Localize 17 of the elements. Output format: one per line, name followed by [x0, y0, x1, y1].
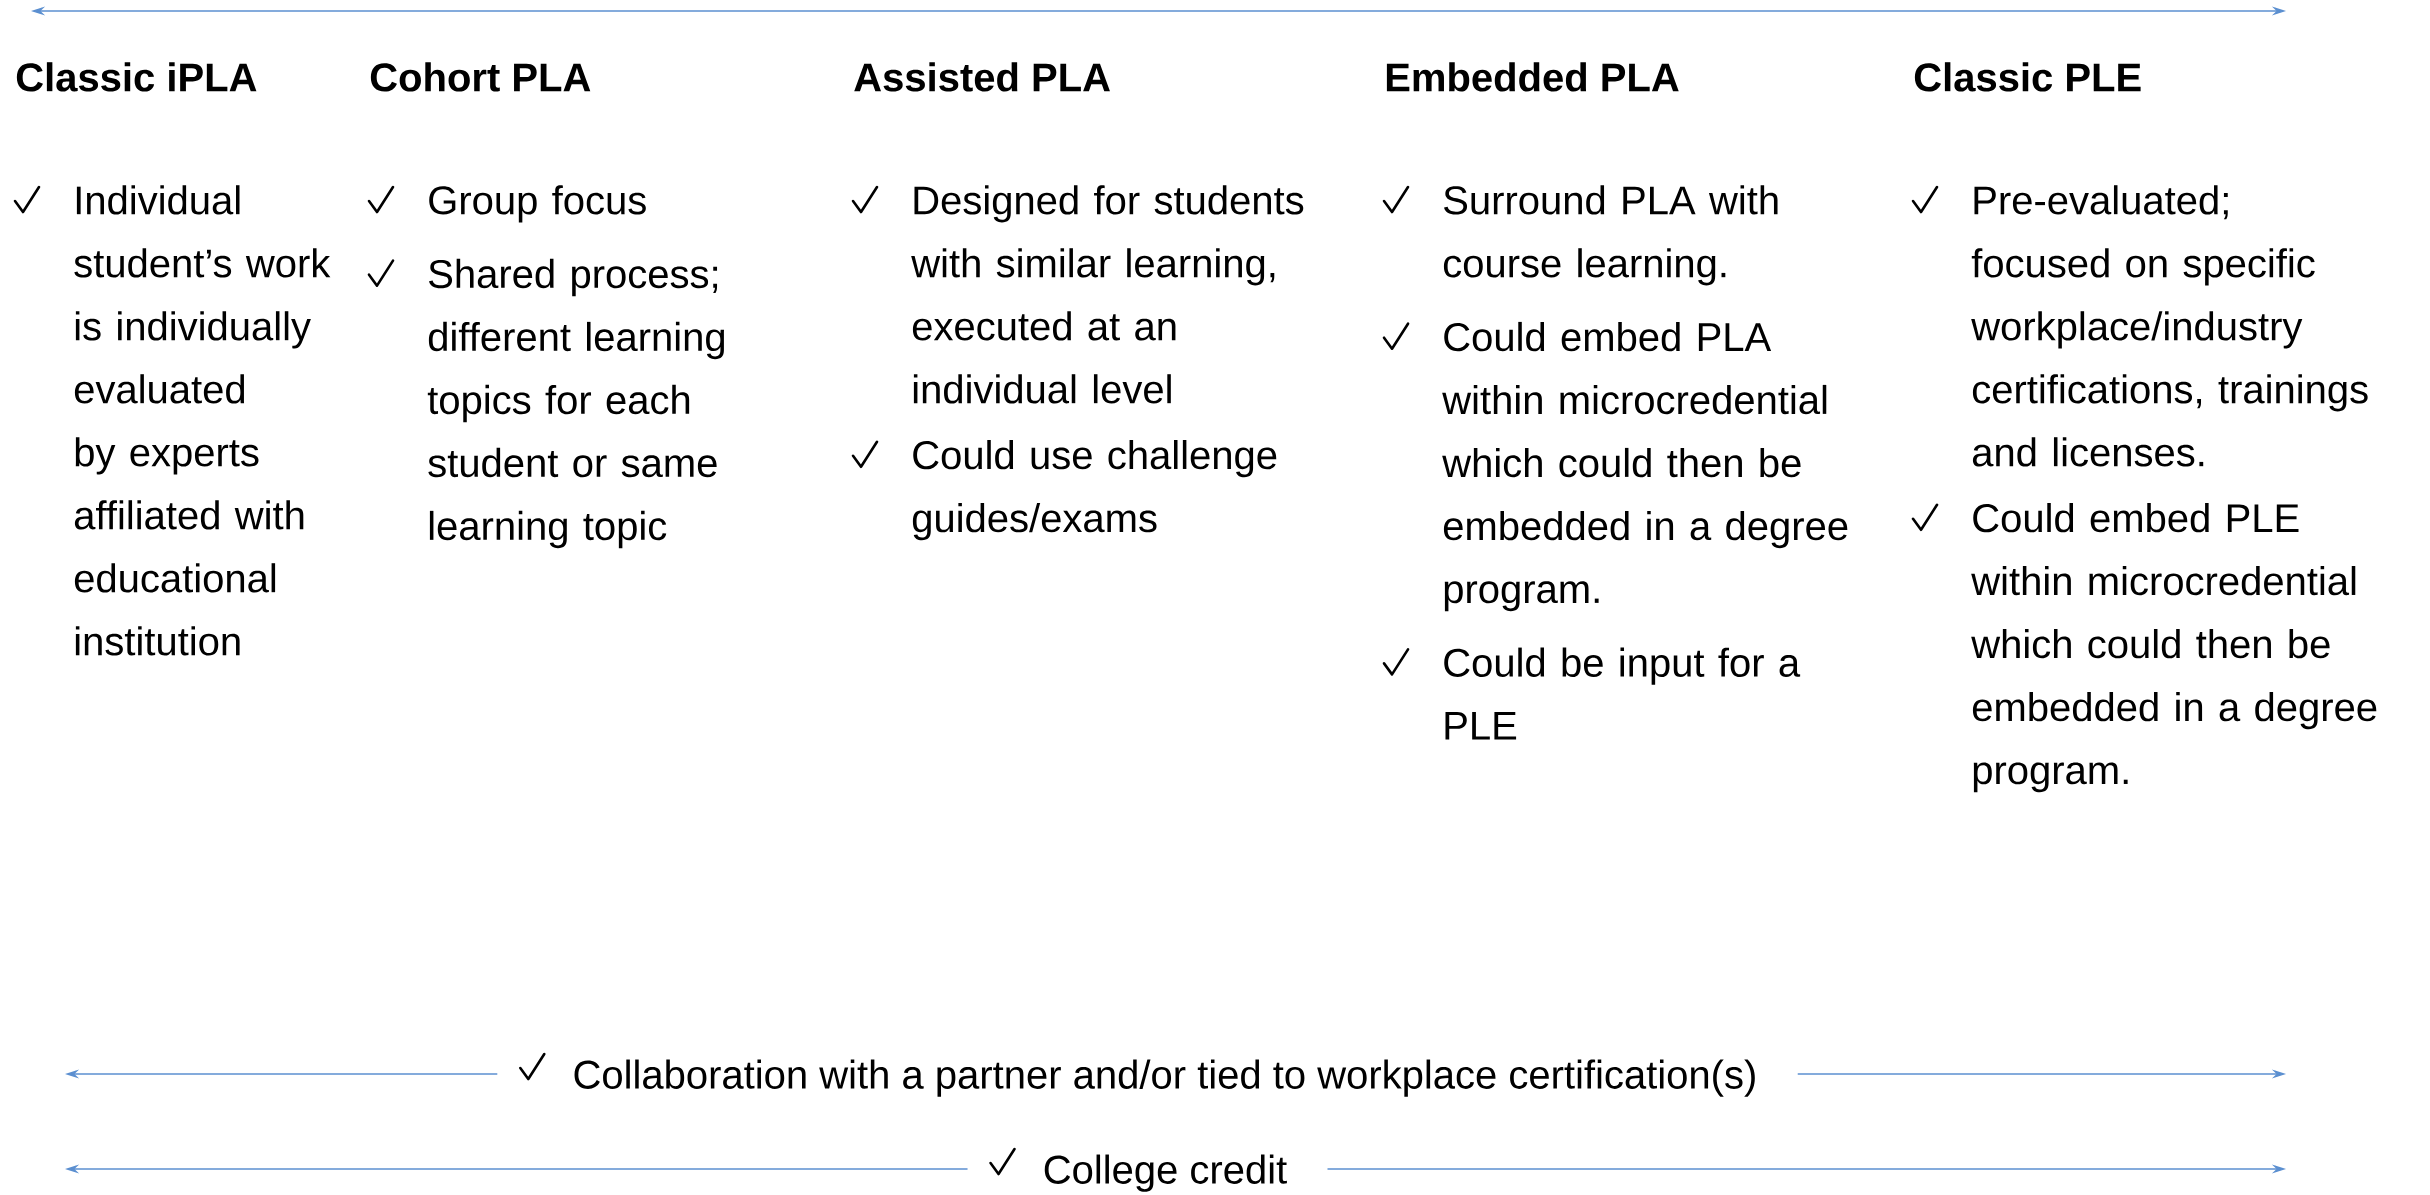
band-text: College credit [1044, 1154, 1287, 1192]
bullet-text: Could embed PLE within microcredential which could then be embedded in a degree program. [1971, 503, 2377, 793]
bullet-text: Pre-evaluated; focused on specific workplace/industry certifications, trainings and licenses. [1971, 185, 2368, 467]
band-text: Collaboration with a partner and/or tied to workplace certification(s) [574, 1059, 1755, 1097]
bullet-text: Could embed PLA within microcredential which could then be embedded in a degree program. [1442, 321, 1848, 612]
column-heading: Assisted PLA [854, 62, 1110, 92]
bullet-text: Designed for students with similar learning, executed at an individual level [911, 185, 1304, 404]
column-heading: Embedded PLA [1386, 62, 1679, 92]
column-heading: Cohort PLA [370, 62, 591, 92]
bullet-text: Surround PLA with course learning. [1443, 185, 1778, 286]
column-heading: Classic PLE [1914, 62, 2141, 92]
bullet-text: Could use challenge guides/exams [912, 440, 1277, 541]
column-heading: Classic iPLA [16, 62, 257, 92]
bullet-text: Could be input for a PLE [1444, 647, 1801, 740]
bullet-text: Group focus [429, 185, 646, 223]
bullet-text: Individual student’s work is individually evaluated by experts affiliated with educational institution [74, 185, 331, 656]
bullet-text: Shared process; different learning topics for each student or same learning topic [427, 258, 725, 549]
